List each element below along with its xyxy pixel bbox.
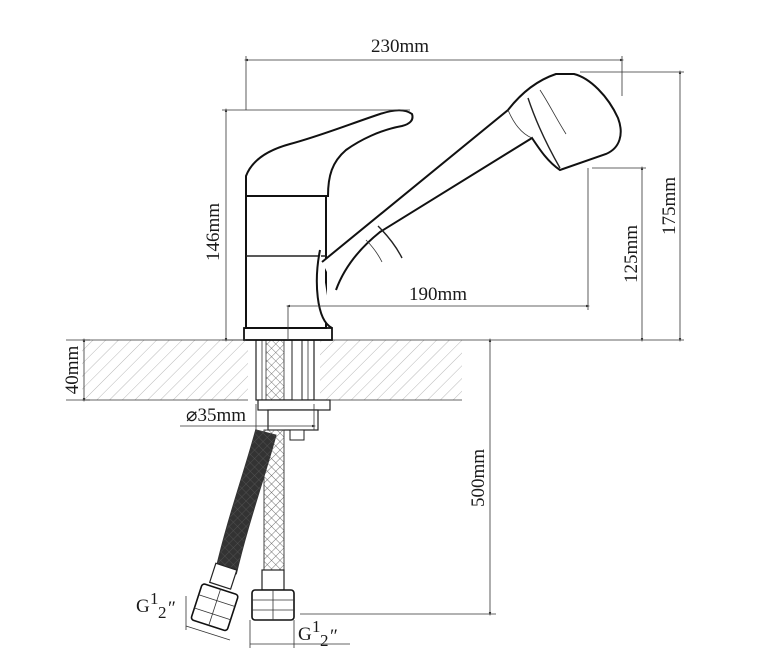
fitting-left-prefix: G [136,596,150,617]
dim-hose-length: 500mm [468,449,489,507]
fitting-left [190,583,239,632]
fitting-right-sup: 1 [312,617,321,636]
fitting-right-prefix: G [298,624,312,645]
pullout-spout [321,73,622,291]
fitting-right [251,589,295,621]
fitting-left-suffix: ″ [168,598,176,619]
flexible-hoses [208,429,285,591]
dim-spout-reach: 190mm [409,284,467,305]
fitting-label-left: G 1 2 ″ [136,589,176,622]
dim-height-total: 175mm [659,177,680,235]
dim-spout-height: 125mm [621,225,642,283]
dimension-lines [66,56,684,648]
mounting-shank [255,339,331,441]
fitting-label-right: G 1 2 ″ [298,617,338,650]
dim-body-height: 146mm [203,203,224,261]
fitting-left-sub: 2 [158,603,167,622]
fitting-right-suffix: ″ [330,626,338,647]
dim-mount-diameter: ⌀35mm [186,405,246,426]
fitting-left-sup: 1 [150,589,159,608]
lever-handle [245,109,414,197]
dim-width-total: 230mm [371,36,429,57]
fitting-right-sub: 2 [320,631,329,650]
dim-counter-thickness: 40mm [62,346,83,395]
